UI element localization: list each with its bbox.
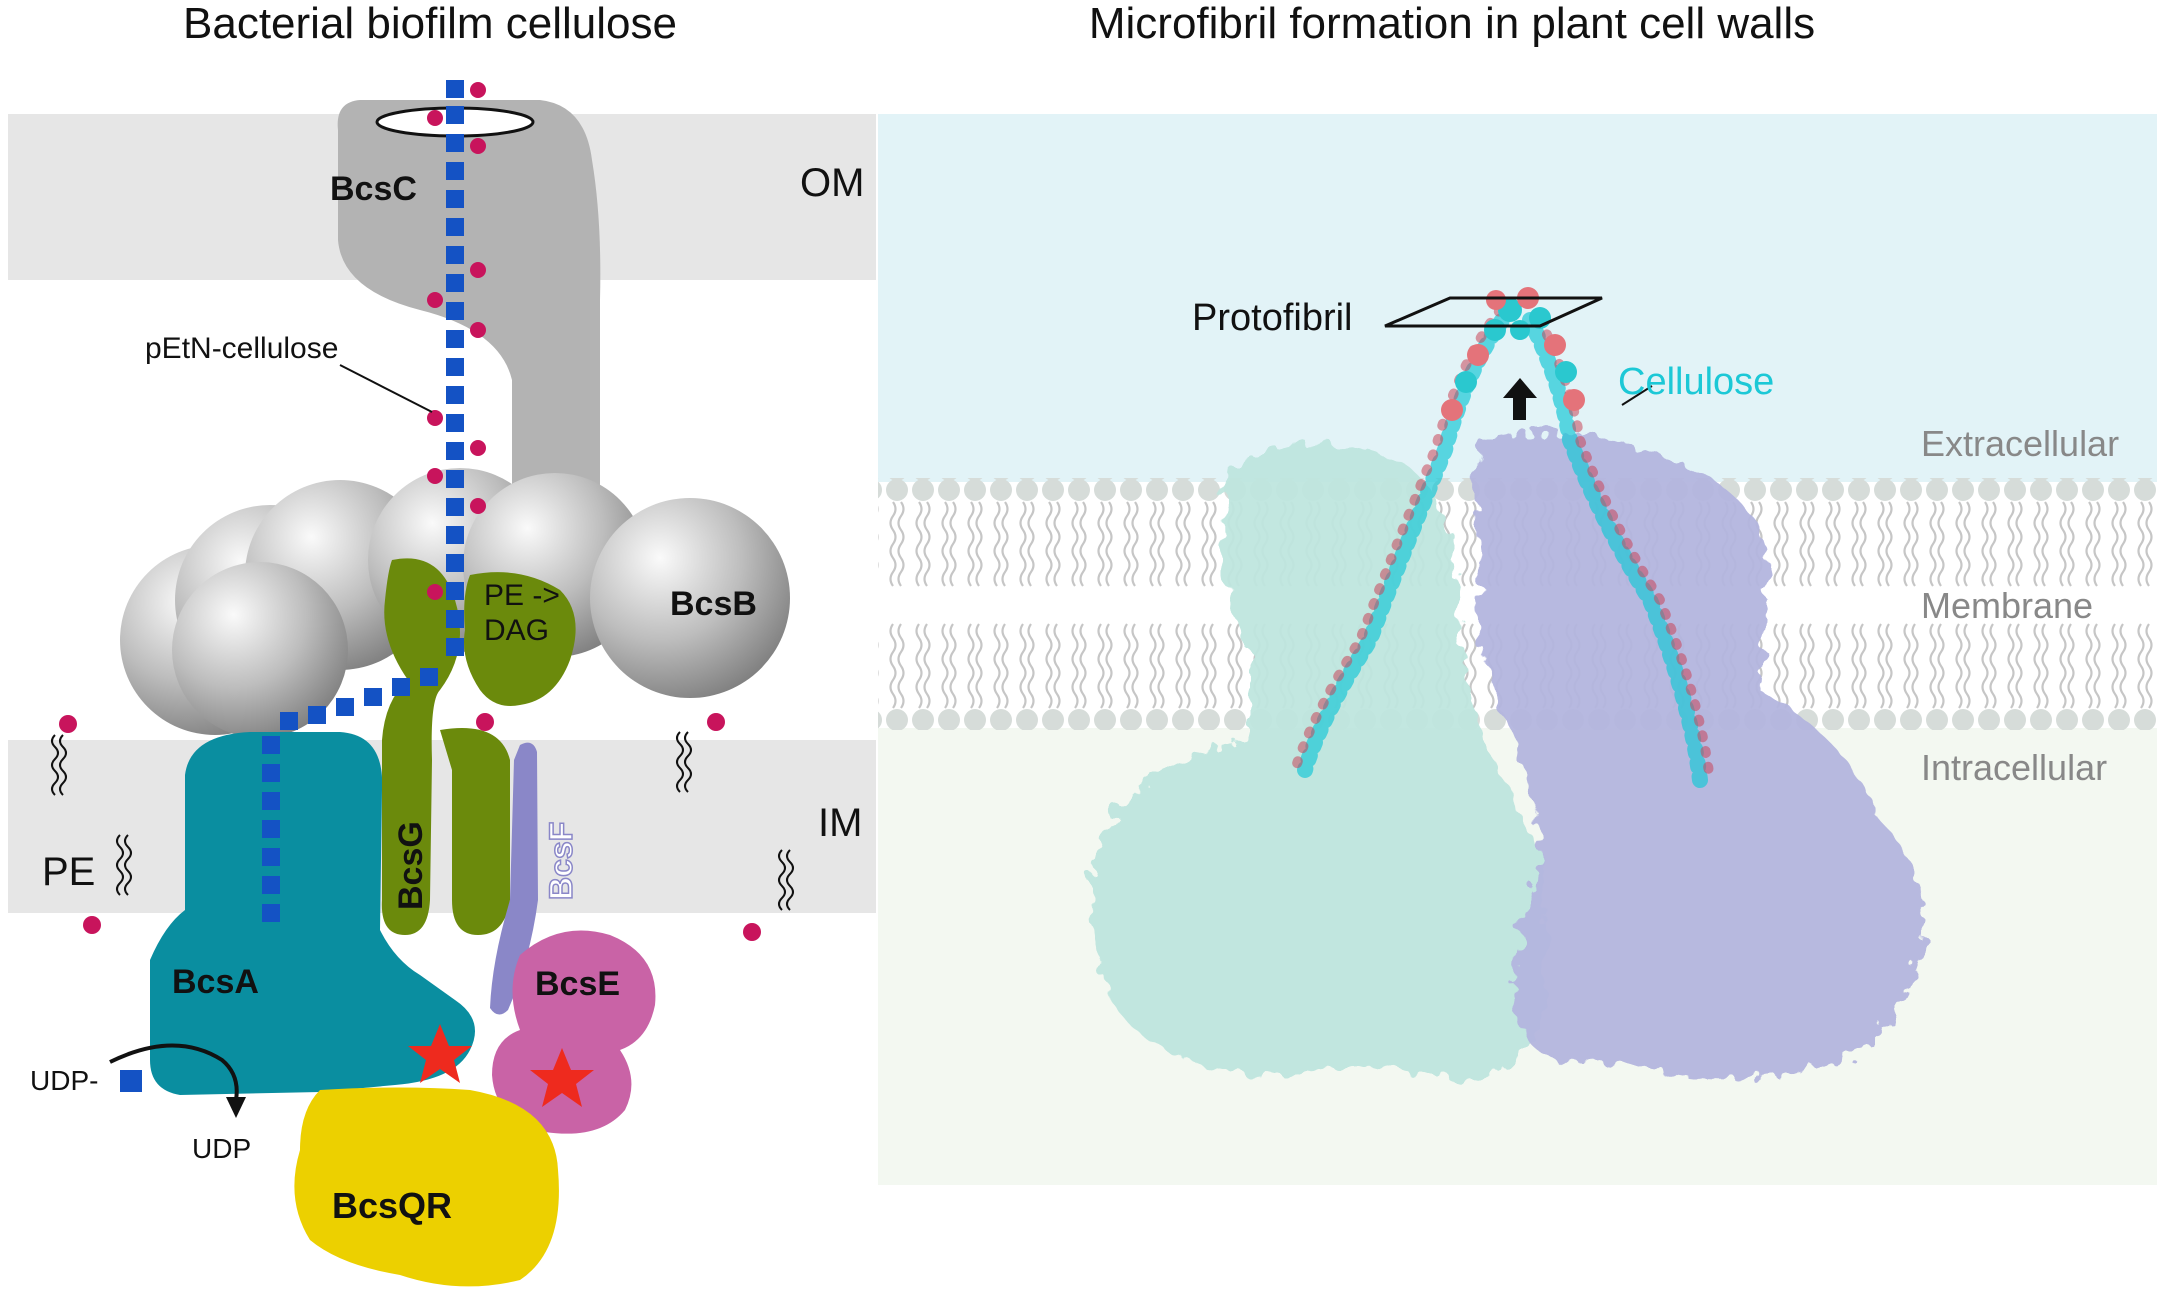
c-di-gmp-star-1 [408, 1024, 472, 1083]
bcsqr-subunit [294, 1087, 559, 1287]
bcsc-label: BcsC [330, 170, 417, 208]
protofibril-plane [1384, 296, 1603, 328]
bcsf-label: BcsF [543, 822, 579, 900]
membrane-label: Membrane [1921, 585, 2093, 626]
free-pe-headgroups [59, 713, 761, 941]
pe-dag-label-line1: PE -> [484, 579, 560, 612]
pe-dag-label-line2: DAG [484, 614, 549, 647]
petn-cellulose-label: pEtN-cellulose [145, 332, 338, 365]
protomer-1-surface [1089, 443, 1548, 1080]
bcsf-subunit [490, 742, 538, 1015]
pethanolamine-groups [427, 82, 486, 600]
bcsg-subunit [381, 558, 460, 935]
bcse-subunit [492, 930, 656, 1134]
udp-label: UDP [192, 1133, 251, 1164]
reaction-arrow [109, 1043, 239, 1101]
pe-label: PE [42, 850, 95, 894]
bcsg-subunit-stem [440, 728, 510, 935]
extrusion-arrow-head [1503, 378, 1537, 398]
bcsqr-label: BcsQR [332, 1185, 452, 1226]
cellulose-chain-2 [1522, 312, 1715, 788]
bcsa-subunit [150, 732, 475, 1095]
bcsa-label: BcsA [172, 963, 259, 1001]
inner-membrane-band [8, 740, 876, 913]
right-panel-title: Microfibril formation in plant cell wall… [1089, 0, 1815, 48]
protofibril-label: Protofibril [1192, 297, 1353, 339]
c-di-gmp-star-2 [530, 1048, 594, 1107]
udp-glucose-label: UDP- [30, 1065, 98, 1096]
extracellular-label: Extracellular [1921, 423, 2119, 464]
om-label: OM [800, 161, 864, 205]
reaction-arrowhead [226, 1097, 246, 1118]
petn-cellulose-leader [339, 364, 433, 413]
glucan-chain [262, 80, 464, 922]
bcsg-label: BcsG [392, 821, 430, 910]
bcse-label: BcsE [535, 965, 620, 1003]
intracellular-label: Intracellular [1921, 747, 2107, 788]
im-label: IM [818, 801, 862, 845]
bcsc-subunit [337, 100, 601, 545]
extrusion-arrow-shaft [1513, 396, 1526, 420]
bcsg-subunit-lobe [464, 572, 576, 706]
left-panel-title: Bacterial biofilm cellulose [183, 0, 677, 48]
cellulose-label: Cellulose [1618, 361, 1774, 403]
cellulose-leader [1621, 385, 1653, 406]
bcsb-label: BcsB [670, 585, 757, 623]
udp-glucose-unit [120, 1070, 142, 1092]
free-pe-lipids [51, 731, 794, 911]
